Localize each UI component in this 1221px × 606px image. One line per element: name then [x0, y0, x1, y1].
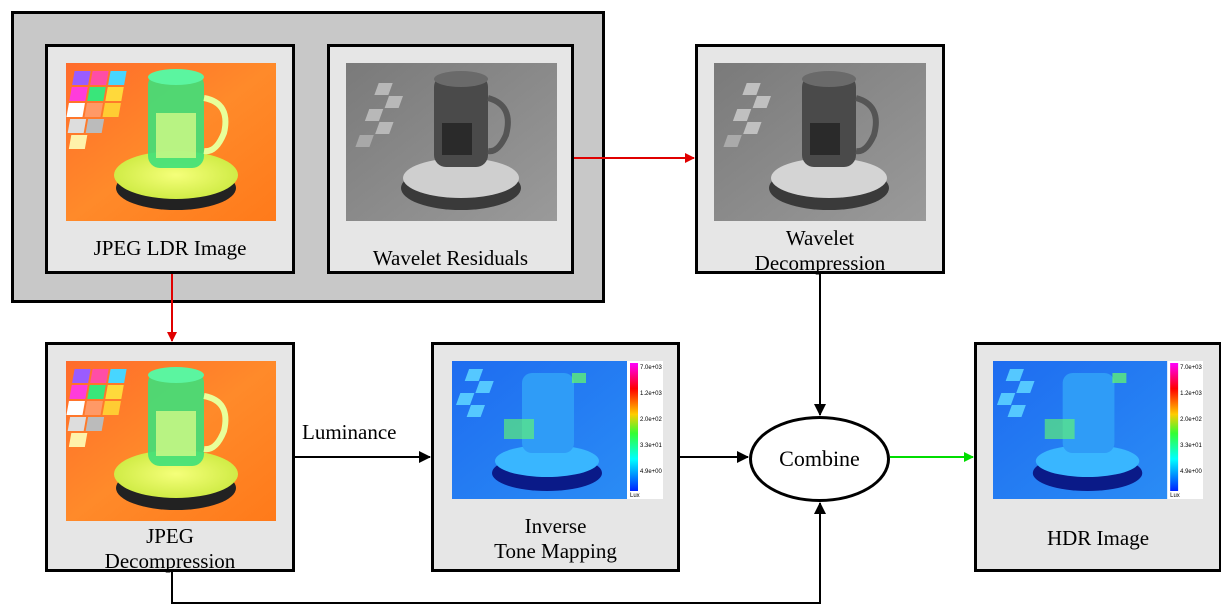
jpeg-ldr-image-label: JPEG LDR Image: [93, 236, 247, 260]
wavelet-residuals-box: Wavelet Residuals: [327, 44, 574, 274]
legend-unit: Lux: [630, 493, 640, 499]
legend-tick-3: 3.3e+01: [640, 443, 663, 449]
hdr-image-box: 7.0e+03 1.2e+03 2.0e+02 3.3e+01 4.9e+00 …: [974, 342, 1221, 572]
hdr-legend-tick-1: 1.2e+03: [1180, 391, 1202, 397]
wavelet-decompression-label-line2: Decompression: [754, 251, 886, 275]
inverse-tone-mapping-label-line2: Tone Mapping: [494, 539, 617, 563]
hdr-legend-tick-4: 4.9e+00: [1180, 469, 1202, 475]
arrow-jpeg-bottom-to-combine: [171, 502, 826, 604]
hdr-legend-tick-2: 2.0e+02: [1180, 417, 1202, 423]
luminance-edge-label: Luminance: [302, 420, 397, 444]
combine-node: Combine: [749, 416, 890, 502]
wavelet-residuals-label: Wavelet Residuals: [372, 246, 529, 270]
jpeg-decompression-box: JPEG Decompression: [45, 342, 295, 573]
hdr-legend-tick-3: 3.3e+01: [1180, 443, 1202, 449]
ldr-color-image: [66, 63, 276, 221]
combine-label: Combine: [779, 446, 860, 471]
hdr-legend-unit: Lux: [1170, 493, 1180, 499]
hdr-luminance-image: 7.0e+03 1.2e+03 2.0e+02 3.3e+01 4.9e+00 …: [993, 361, 1203, 499]
legend-tick-1: 1.2e+03: [640, 391, 663, 397]
tone-mapped-luminance-image: 7.0e+03 1.2e+03 2.0e+02 3.3e+01 4.9e+00 …: [452, 361, 663, 499]
jpeg-ldr-image-box: JPEG LDR Image: [45, 44, 295, 274]
jpeg-decompression-label-line1: JPEG: [146, 524, 194, 548]
jpeg-decompressed-image: [66, 361, 276, 521]
legend-tick-2: 2.0e+02: [640, 417, 663, 423]
inverse-tone-mapping-label-line1: Inverse: [524, 514, 587, 538]
wavelet-residuals-image: [346, 63, 557, 221]
jpeg-decompression-label-line2: Decompression: [104, 549, 236, 573]
inverse-tone-mapping-box: 7.0e+03 1.2e+03 2.0e+02 3.3e+01 4.9e+00 …: [431, 342, 680, 572]
wavelet-decompression-box: Wavelet Decompression: [695, 44, 945, 275]
legend-tick-4: 4.9e+00: [640, 469, 663, 475]
hdr-legend-tick-0: 7.0e+03: [1180, 365, 1202, 371]
legend-tick-0: 7.0e+03: [640, 365, 663, 371]
wavelet-decompression-label-line1: Wavelet: [785, 226, 855, 250]
wavelet-decompressed-image: [714, 63, 926, 221]
hdr-image-label: HDR Image: [1046, 526, 1150, 550]
